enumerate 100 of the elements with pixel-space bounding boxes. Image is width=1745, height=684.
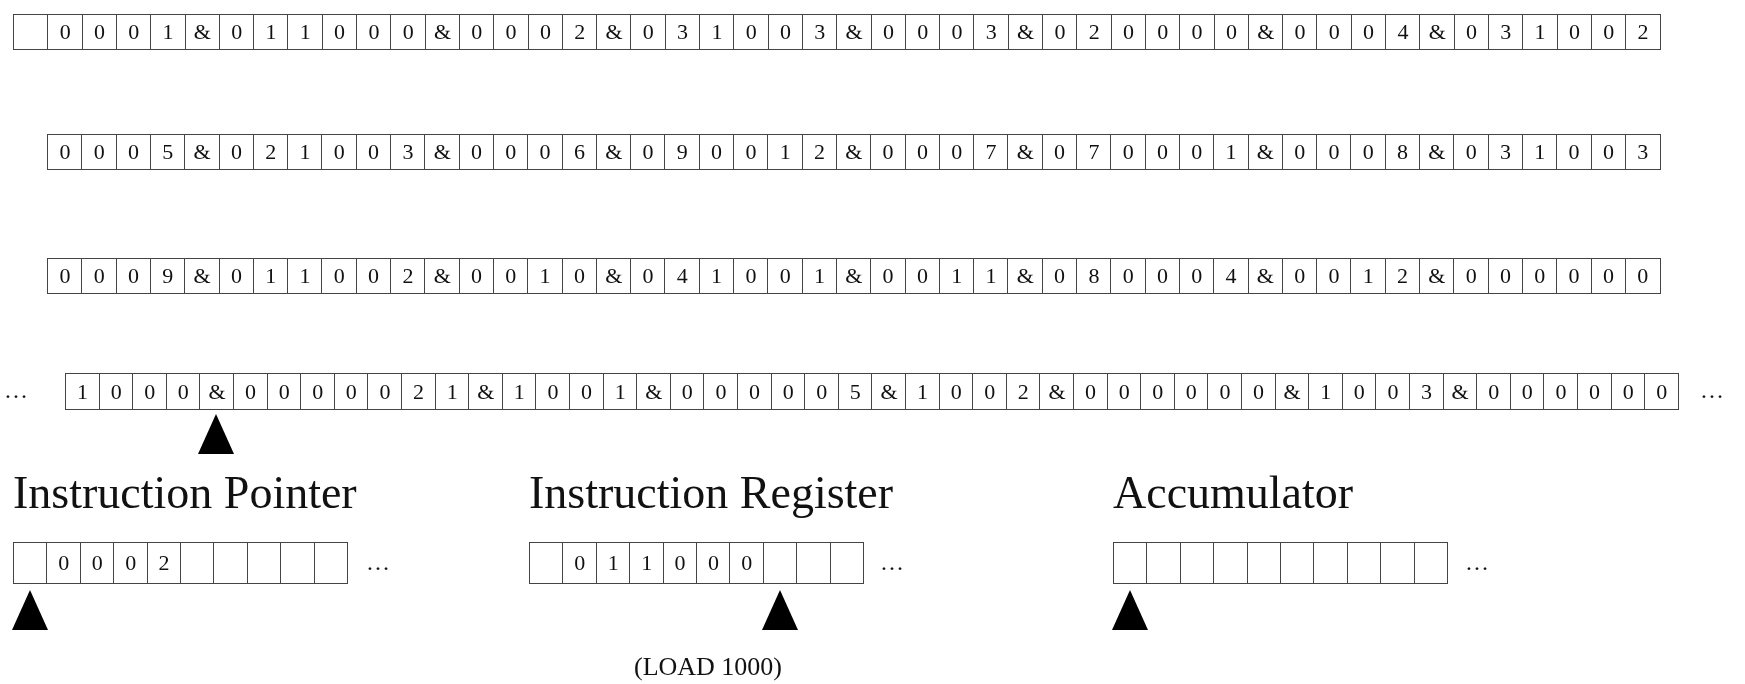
tape-cell: 5 [149, 134, 186, 170]
tape-cell: 0 [904, 258, 941, 294]
tape-cell: & [424, 14, 461, 50]
tape-cell: 9 [149, 258, 186, 294]
tape-cell: 1 [767, 134, 804, 170]
tape-cell: 0 [696, 542, 731, 584]
ellipsis: … [4, 378, 28, 402]
tape-cell: 0 [527, 14, 564, 50]
tape-cell: 0 [1144, 14, 1181, 50]
tape-cell: 3 [973, 14, 1010, 50]
tape-cell: 3 [1409, 373, 1445, 410]
tape-cell: 0 [47, 134, 83, 170]
tape-cell: 1 [629, 542, 665, 584]
tape-cell: 0 [1375, 373, 1411, 410]
tape-cell: 0 [1476, 373, 1512, 410]
tape-cell: 0 [870, 14, 907, 50]
tape-cell: & [835, 134, 872, 170]
tape-cell: 2 [561, 14, 598, 50]
tape-cell: 0 [1556, 134, 1592, 170]
tape-cell: 0 [904, 14, 941, 50]
tape-cell: 0 [972, 373, 1008, 410]
tape-cell: 0 [1453, 14, 1490, 50]
tape-cell: 0 [1041, 258, 1078, 294]
tape-cell: 0 [1487, 258, 1524, 294]
tape-cell: 0 [47, 258, 83, 294]
tape-cell: 1 [1350, 258, 1387, 294]
tape-cell: 0 [218, 258, 255, 294]
tape-cell: 0 [81, 134, 118, 170]
tape-cell: 0 [492, 134, 529, 170]
tape-cell: 3 [801, 14, 838, 50]
tape-cell: 0 [904, 134, 941, 170]
tape-cell: 0 [1178, 258, 1215, 294]
tape-cell: 1 [527, 258, 563, 294]
tape-cell: 0 [1453, 258, 1490, 294]
tape-cell: 0 [1453, 134, 1490, 170]
tape-cell: 0 [1316, 258, 1352, 294]
tape-cell: 0 [1590, 14, 1627, 50]
tape-cell: 0 [300, 373, 336, 410]
tape-cell: 0 [1140, 373, 1176, 410]
ellipsis: … [1465, 550, 1489, 574]
tape-cell: 2 [1076, 14, 1113, 50]
tape-cell: 0 [46, 542, 82, 584]
tape-cell: & [836, 14, 872, 50]
tape-cell: 2 [1625, 14, 1661, 50]
tape-cell: 4 [1213, 258, 1249, 294]
tape-cell: 1 [287, 258, 323, 294]
tape-cell: 0 [1281, 134, 1318, 170]
tape-cell: 0 [767, 258, 804, 294]
tape-cell: 0 [804, 373, 840, 410]
tape-cell: 1 [1308, 373, 1344, 410]
tape-cell: 1 [253, 14, 289, 50]
tape-cell: 3 [1487, 134, 1524, 170]
tape-cell: 0 [527, 134, 563, 170]
tape-cell: 0 [47, 14, 84, 50]
tape-cell: 0 [1241, 373, 1277, 410]
tape-cell: & [1007, 14, 1044, 50]
tape-cell: 0 [535, 373, 571, 410]
tape-cell: 0 [115, 134, 152, 170]
tape-cell: & [1247, 258, 1284, 294]
tape-cell: 8 [1076, 258, 1112, 294]
tape-cell: 1 [1522, 14, 1558, 50]
tape-cell: 0 [1644, 373, 1680, 410]
tape-cell: 4 [664, 258, 701, 294]
tape-cell: 3 [664, 14, 701, 50]
tape-cell: 4 [1385, 14, 1421, 50]
tape-cell: 0 [1577, 373, 1613, 410]
tape-cell: 0 [733, 134, 769, 170]
tape-cell: 1 [287, 14, 324, 50]
tape-cell: 0 [729, 542, 765, 584]
tape-cell: 0 [493, 14, 529, 50]
ellipsis: … [1700, 378, 1724, 402]
tape-cell: & [835, 258, 872, 294]
tape-cell: 0 [569, 373, 605, 410]
tape-cell: 3 [1624, 134, 1661, 170]
tape-cell: 0 [1207, 373, 1243, 410]
tape-cell: 0 [939, 14, 975, 50]
tape-cell: & [636, 373, 672, 410]
tape-cell: 0 [1316, 14, 1353, 50]
tape-cell: & [595, 258, 632, 294]
tape-cell: & [1419, 258, 1455, 294]
tape-cell: 3 [390, 134, 426, 170]
tape-cell: 0 [218, 134, 255, 170]
tape-cell: 0 [321, 134, 358, 170]
tape-cell: 0 [1350, 14, 1387, 50]
tape-cell: 0 [458, 134, 495, 170]
tape-cell: & [1247, 14, 1284, 50]
tape-cell: 0 [458, 14, 495, 50]
tape-cell: 1 [801, 258, 838, 294]
tape-cell: 0 [1521, 258, 1558, 294]
tape-cell: 1 [973, 258, 1009, 294]
tape-cell: 0 [492, 258, 529, 294]
tape-cell: 0 [698, 134, 735, 170]
tape-cell: 0 [1110, 14, 1147, 50]
tape-cell: 0 [1281, 258, 1318, 294]
tape-cell: 1 [287, 134, 323, 170]
tape-cell: 1 [1213, 134, 1249, 170]
tape-cell: 2 [1384, 258, 1421, 294]
tape-cell: 0 [115, 14, 152, 50]
tape-cell: 0 [737, 373, 773, 410]
tape-cell: 0 [767, 14, 804, 50]
